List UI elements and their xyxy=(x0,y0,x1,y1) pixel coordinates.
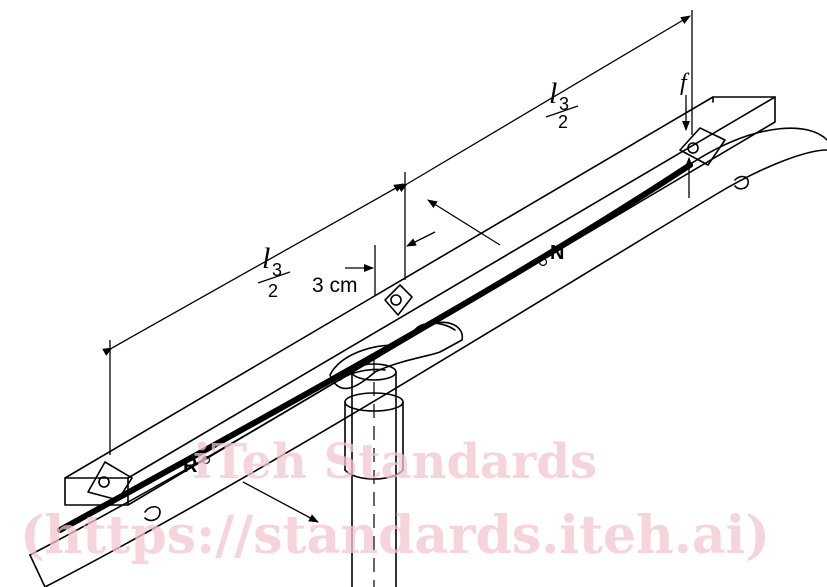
left-end-bracket xyxy=(87,461,161,522)
dim-right-sub: 3 xyxy=(559,94,569,114)
point-n-marker xyxy=(538,257,548,267)
dim-left-fraction-bar xyxy=(257,271,291,284)
dim-right-den: 2 xyxy=(558,112,568,132)
support-post xyxy=(344,360,404,587)
dim-right-letter: l xyxy=(549,77,557,110)
point-n-label: N xyxy=(550,242,564,264)
point-r-marker xyxy=(201,455,211,465)
dim-right-fraction-bar xyxy=(545,105,579,118)
point-r-label: R xyxy=(183,455,198,477)
measurement-points xyxy=(201,257,548,465)
force-arrows xyxy=(242,95,693,523)
offset-label: 3 cm xyxy=(312,274,358,297)
middle-pivot-bracket xyxy=(384,284,413,316)
watermark-line-2: (https://standards.iteh.ai) xyxy=(20,505,770,566)
watermark-line-1: iTeh Standards xyxy=(193,434,597,490)
dim-left-letter: l xyxy=(262,242,270,275)
force-label: f xyxy=(680,70,690,96)
dim-left-den: 2 xyxy=(268,281,278,301)
dim-left-sub: 3 xyxy=(272,260,282,280)
dimension-lines xyxy=(102,10,693,455)
